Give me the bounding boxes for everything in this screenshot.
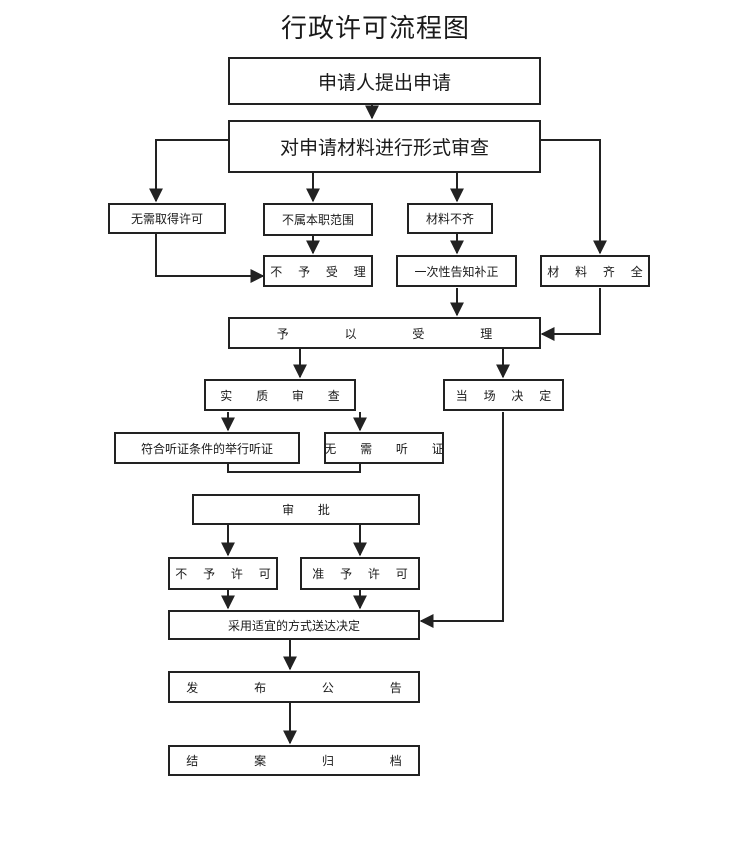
node-deliver: 采用适宜的方式送达决定 xyxy=(168,610,420,640)
node-complete: 材 料 齐 全 xyxy=(540,255,650,287)
node-approval: 审 批 xyxy=(192,494,420,525)
node-apply: 申请人提出申请 xyxy=(228,57,541,105)
node-on-site-decision: 当 场 决 定 xyxy=(443,379,564,411)
arrow-review-to-complete xyxy=(540,139,607,255)
node-hearing: 符合听证条件的举行听证 xyxy=(114,432,300,464)
arrow-no-permit-to-reject xyxy=(155,234,265,283)
node-deny: 不 予 许 可 xyxy=(168,557,278,590)
node-accept: 予 以 受 理 xyxy=(228,317,541,349)
node-no-permit-needed: 无需取得许可 xyxy=(108,203,226,234)
node-formal-review: 对申请材料进行形式审查 xyxy=(228,120,541,173)
node-substantive-review: 实 质 审 查 xyxy=(204,379,356,411)
line-hearing-merge xyxy=(227,464,361,473)
node-reject-acceptance: 不 予 受 理 xyxy=(263,255,373,287)
node-incomplete: 材料不齐 xyxy=(407,203,493,234)
diagram-title: 行政许可流程图 xyxy=(280,14,470,44)
arrow-complete-to-accept xyxy=(540,288,601,341)
node-no-hearing: 无 需 听 证 xyxy=(324,432,444,464)
node-archive: 结 案 归 档 xyxy=(168,745,420,776)
arrow-on-site-to-deliver xyxy=(419,412,504,628)
node-announce: 发 布 公 告 xyxy=(168,671,420,703)
node-one-time-notice: 一次性告知补正 xyxy=(396,255,517,287)
arrow-review-to-no-permit xyxy=(149,139,228,203)
node-not-in-scope: 不属本职范围 xyxy=(263,203,373,236)
node-grant: 准 予 许 可 xyxy=(300,557,420,590)
